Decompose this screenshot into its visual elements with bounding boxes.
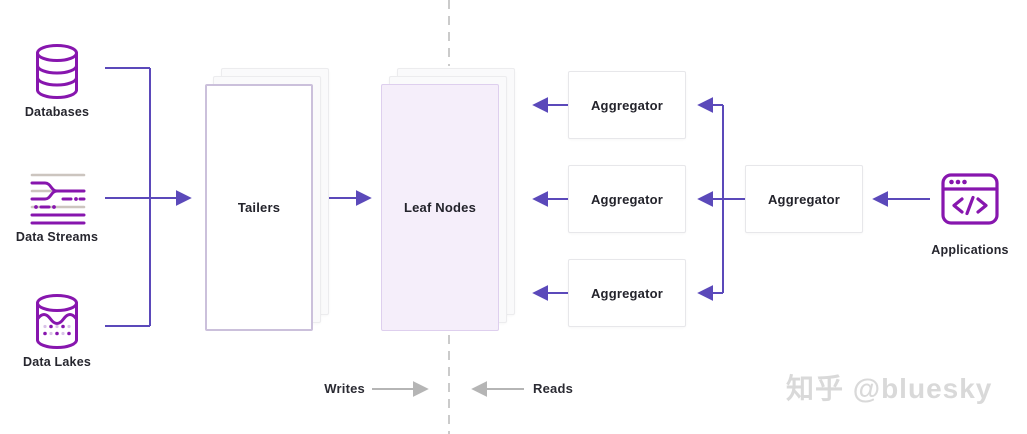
code-window-icon <box>941 173 999 225</box>
writes-label: Writes <box>324 381 365 396</box>
aggregator-label: Aggregator <box>590 191 664 207</box>
aggregator-to-leaf-arrows <box>532 97 568 301</box>
applications-label: Applications <box>931 243 1009 257</box>
root-aggregator-fanout-lines <box>697 97 745 301</box>
watermark: 知乎 @bluesky <box>786 373 993 404</box>
aggregator-label: Aggregator <box>590 285 664 301</box>
aggregator-label: Aggregator <box>590 97 664 113</box>
leaf-nodes-box: Leaf Nodes <box>381 84 499 331</box>
aggregator-label: Aggregator <box>767 191 841 207</box>
reads-label: Reads <box>533 381 574 396</box>
aggregator-box-top: Aggregator <box>568 71 686 139</box>
source-merge-lines <box>105 67 192 327</box>
tailers-box: Tailers <box>205 84 313 331</box>
aggregator-box-middle: Aggregator <box>568 165 686 233</box>
databases-label: Databases <box>24 105 90 119</box>
aggregator-box-bottom: Aggregator <box>568 259 686 327</box>
data-streams-label: Data Streams <box>15 230 99 244</box>
database-icon <box>36 44 78 99</box>
tailers-label: Tailers <box>237 200 281 215</box>
data-lake-icon <box>36 294 78 349</box>
root-aggregator-box: Aggregator <box>745 165 863 233</box>
data-streams-icon <box>30 173 86 225</box>
leaf-nodes-label: Leaf Nodes <box>403 200 477 215</box>
data-lakes-label: Data Lakes <box>22 355 91 369</box>
